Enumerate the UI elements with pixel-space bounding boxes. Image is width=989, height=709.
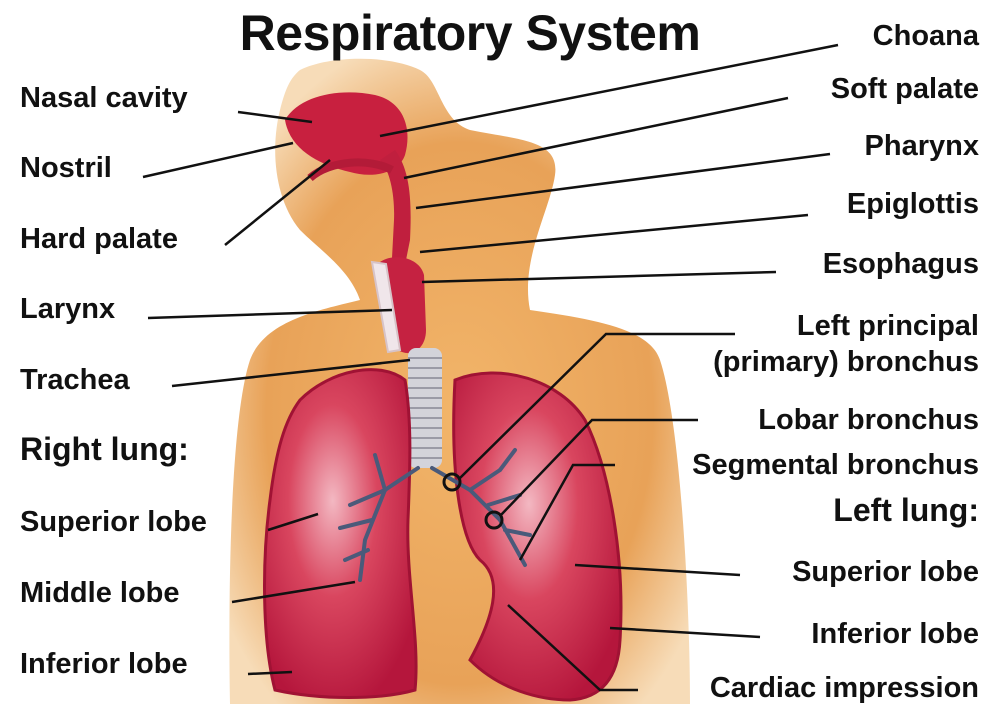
label-larynx: Larynx [20,293,115,325]
trachea-shape [408,348,442,468]
label-soft-palate: Soft palate [831,73,979,105]
label-trachea: Trachea [20,364,130,396]
label-left-principal-line1: Left principal [797,310,979,342]
label-right-inferior-lobe: Inferior lobe [20,648,188,680]
label-esophagus: Esophagus [823,248,979,280]
label-segmental-bronchus: Segmental bronchus [692,449,979,481]
label-left-principal-line2: (primary) bronchus [713,346,979,378]
label-epiglottis: Epiglottis [847,188,979,220]
label-right-middle-lobe: Middle lobe [20,577,180,609]
label-nasal-cavity: Nasal cavity [20,82,188,114]
label-choana: Choana [873,20,979,52]
label-left-superior-lobe: Superior lobe [792,556,979,588]
label-left-lung: Left lung: [833,494,979,526]
label-right-lung: Right lung: [20,433,189,465]
label-cardiac-impression: Cardiac impression [710,672,979,704]
label-nostril: Nostril [20,152,112,184]
label-left-inferior-lobe: Inferior lobe [811,618,979,650]
diagram-title: Respiratory System [0,4,940,62]
label-hard-palate: Hard palate [20,223,178,255]
label-pharynx: Pharynx [865,130,979,162]
label-right-superior-lobe: Superior lobe [20,506,207,538]
label-lobar-bronchus: Lobar bronchus [758,404,979,436]
